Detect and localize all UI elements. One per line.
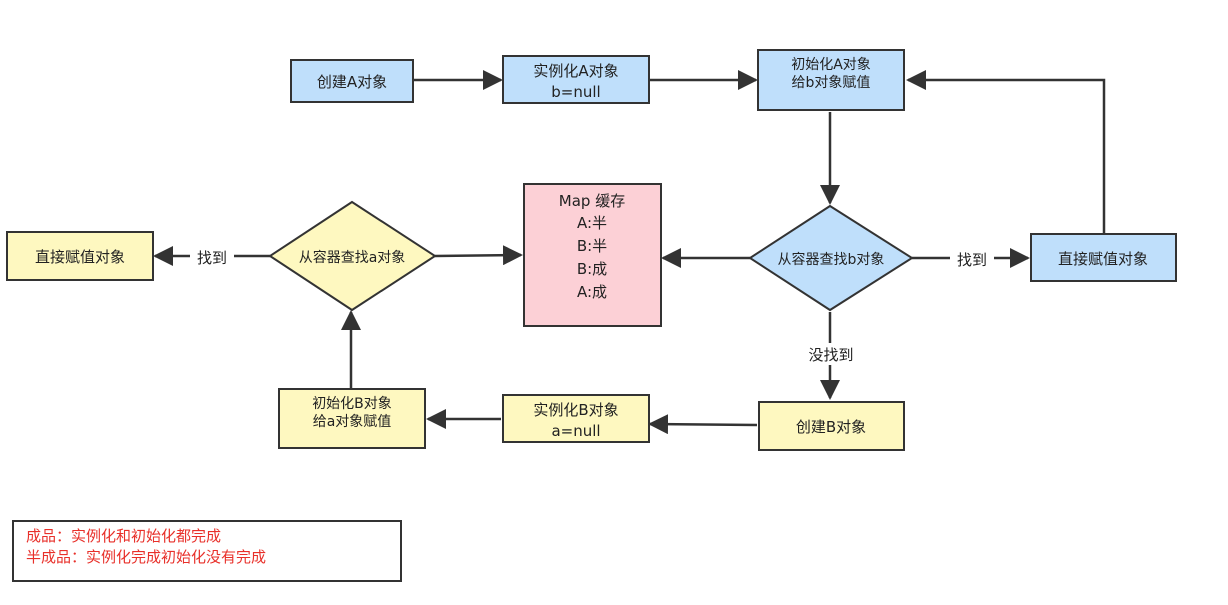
node-instantiate-a-line2: b=null [551, 83, 600, 101]
map-cache-entry: A:成 [577, 283, 607, 301]
node-find-a: 从容器查找a对象 [268, 200, 437, 312]
node-instantiate-b-line1: 实例化B对象 [533, 401, 618, 419]
node-init-a-line2: 给b对象赋值 [792, 75, 871, 91]
legend-line-half-finished: 半成品：实例化完成初始化没有完成 [26, 548, 267, 566]
map-cache-entry: B:成 [577, 260, 607, 278]
node-direct-assign-left-label: 直接赋值对象 [35, 248, 125, 266]
node-find-a-label: 从容器查找a对象 [299, 249, 406, 266]
node-init-b-line1: 初始化B对象 [312, 395, 392, 412]
edge-label-found-right: 找到 [957, 251, 987, 269]
map-cache-title: Map 缓存 [559, 192, 625, 210]
node-init-a: 初始化A对象 给b对象赋值 [757, 49, 905, 111]
node-create-b-label: 创建B对象 [796, 418, 866, 436]
node-instantiate-a: 实例化A对象 b=null [502, 55, 650, 104]
node-instantiate-b-line2: a=null [551, 422, 600, 440]
node-init-b-line2: 给a对象赋值 [313, 414, 392, 430]
node-direct-assign-right: 直接赋值对象 [1030, 233, 1177, 282]
node-direct-assign-left: 直接赋值对象 [6, 231, 154, 281]
node-find-b: 从容器查找b对象 [748, 204, 914, 312]
node-create-a-label: 创建A对象 [317, 73, 387, 91]
node-direct-assign-right-label: 直接赋值对象 [1058, 250, 1148, 268]
node-create-a: 创建A对象 [290, 59, 414, 103]
map-cache-entry: A:半 [577, 214, 607, 232]
edge-label-not-found: 没找到 [808, 346, 853, 364]
node-init-b: 初始化B对象 给a对象赋值 [278, 388, 426, 449]
legend-line-finished: 成品：实例化和初始化都完成 [26, 527, 222, 545]
edge-create-b-to-instantiate-b [648, 414, 758, 435]
edge-label-found-left: 找到 [197, 249, 227, 267]
node-instantiate-a-line1: 实例化A对象 [533, 62, 618, 80]
edge-find-a-to-map [434, 245, 523, 266]
node-find-b-label: 从容器查找b对象 [778, 251, 885, 268]
legend-box: 成品：实例化和初始化都完成 半成品：实例化完成初始化没有完成 [12, 520, 402, 582]
map-cache-entry: B:半 [577, 237, 607, 255]
edge-labels: 找到 没找到 找到 [190, 246, 994, 365]
node-init-a-line1: 初始化A对象 [791, 56, 871, 73]
node-instantiate-b: 实例化B对象 a=null [502, 394, 650, 443]
node-map-cache: Map 缓存 A:半 B:半 B:成 A:成 [523, 183, 662, 327]
node-create-b: 创建B对象 [758, 401, 905, 451]
edge-direct-right-to-init-a [906, 70, 1106, 233]
